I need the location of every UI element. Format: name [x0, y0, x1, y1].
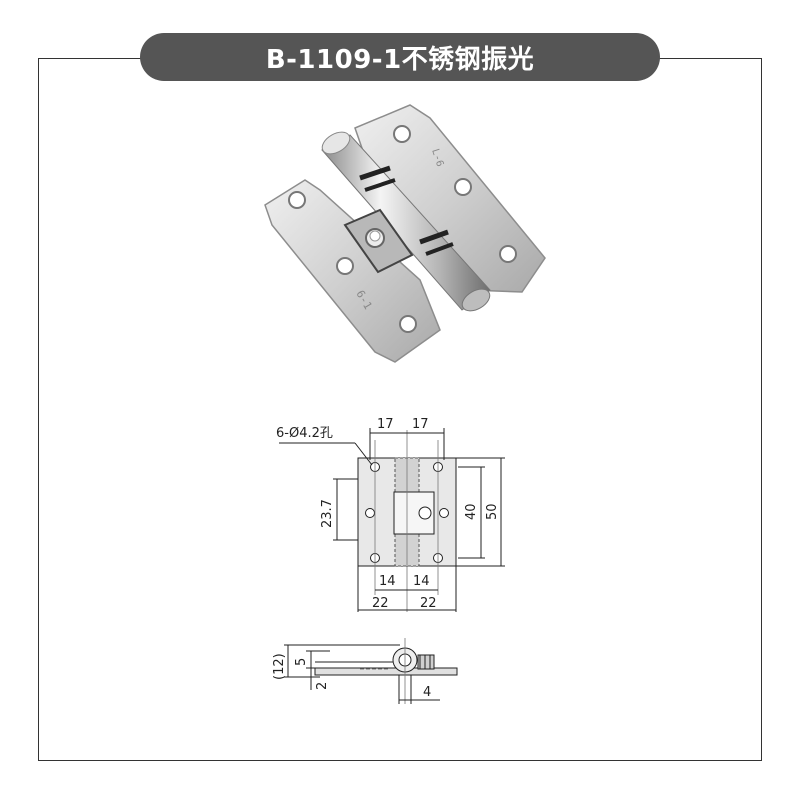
- mount-hole: [336, 257, 354, 275]
- mount-hole: [393, 125, 411, 143]
- page-title: B-1109-1不锈钢振光: [265, 44, 535, 75]
- dim-height-inner: 40: [464, 503, 479, 520]
- mount-hole: [499, 245, 517, 263]
- hole-spec-label: 6-Ø4.2孔: [276, 426, 333, 441]
- dim-top-right: 17: [412, 417, 429, 432]
- dim-hole-pitch-right: 14: [413, 574, 430, 589]
- left-leaf: 6-1: [264, 179, 441, 363]
- dim-five: 5: [294, 658, 309, 666]
- dim-left-height: 23.7: [320, 499, 335, 528]
- dim-hole-pitch-left: 14: [379, 574, 396, 589]
- dim-width-right: 22: [420, 596, 437, 611]
- dim-height-outer: 50: [485, 503, 500, 520]
- right-leaf-marking: L-6: [429, 148, 445, 169]
- right-leaf: L-6: [354, 104, 546, 293]
- mount-hole: [399, 315, 417, 333]
- dim-two: 2: [315, 682, 330, 690]
- hinge-barrel: [321, 131, 491, 312]
- mount-hole: [454, 178, 472, 196]
- mount-hole: [288, 191, 306, 209]
- dim-overall-height: (12): [272, 653, 287, 680]
- dim-width-left: 22: [372, 596, 389, 611]
- dim-four: 4: [423, 685, 431, 700]
- dim-top-left: 17: [377, 417, 394, 432]
- damper-block: [343, 208, 414, 274]
- title-banner: B-1109-1不锈钢振光: [140, 33, 660, 81]
